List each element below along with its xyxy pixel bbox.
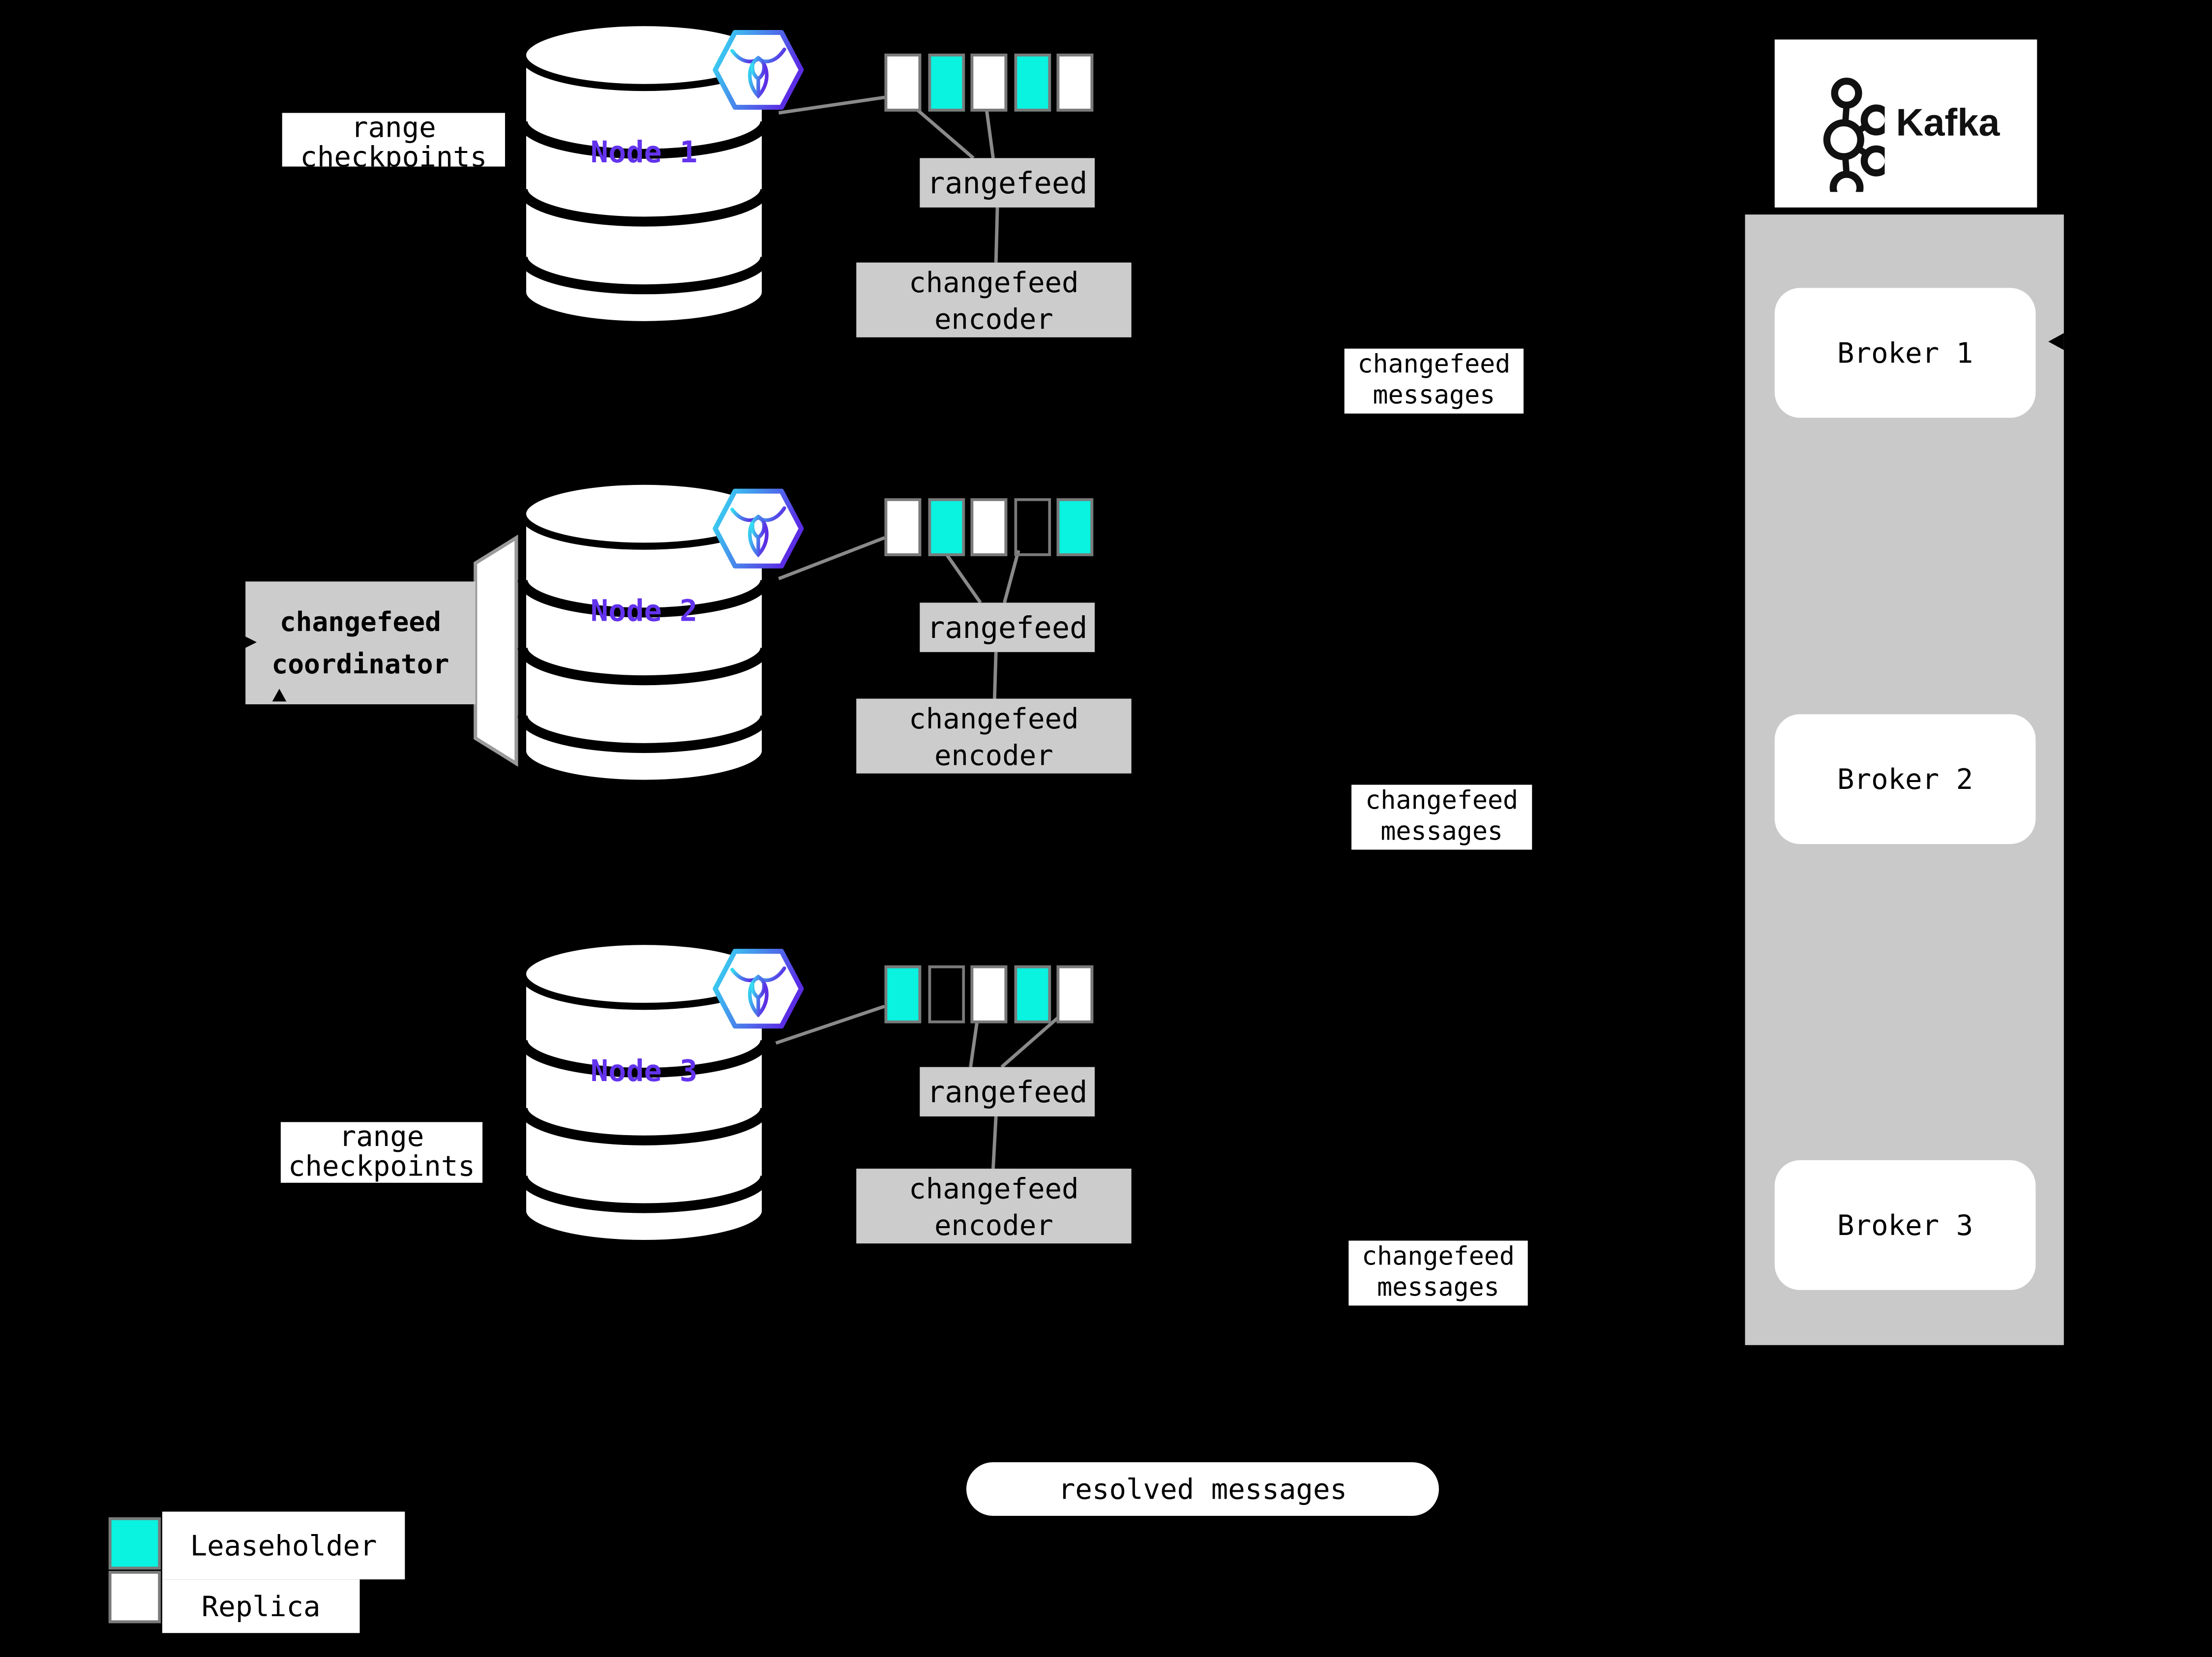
range-block	[1056, 498, 1094, 556]
arrow-into-coordinator-left	[242, 635, 257, 650]
range-block	[884, 498, 922, 556]
range-block	[928, 965, 965, 1024]
messages-line1: changefeed	[1362, 1242, 1515, 1272]
resolved-messages-label: resolved messages	[1058, 1472, 1347, 1506]
changefeed-coordinator-box: changefeed coordinator	[245, 581, 476, 704]
encoder-line2: encoder	[934, 1207, 1053, 1241]
legend-leaseholder-label: Leaseholder	[162, 1511, 405, 1580]
kafka-title: Kafka	[1896, 101, 2000, 144]
kafka-icon	[1823, 77, 1885, 191]
broker-1-box: Broker 1	[1774, 288, 2036, 418]
changefeed-messages-label-1: changefeed messages	[1344, 348, 1524, 414]
range-checkpoints-line1: range	[351, 113, 436, 144]
messages-line2: messages	[1380, 817, 1503, 847]
changefeed-messages-label-3: changefeed messages	[1348, 1240, 1528, 1306]
range-block	[1014, 965, 1051, 1024]
rangefeed-label: rangefeed	[927, 610, 1088, 645]
changefeed-messages-label-2: changefeed messages	[1351, 784, 1532, 850]
broker-3-label: Broker 3	[1837, 1208, 1973, 1242]
arrow-into-broker-panel-right	[2048, 333, 2064, 350]
messages-line1: changefeed	[1357, 350, 1511, 380]
node2-database-cylinder	[517, 478, 771, 787]
rangefeed-box-node3: rangefeed	[920, 1067, 1095, 1116]
encoder-line2: encoder	[934, 737, 1053, 772]
node2-label: Node 2	[590, 594, 698, 629]
cockroachdb-node1-icon	[713, 30, 804, 110]
rangefeed-label: rangefeed	[927, 166, 1088, 200]
encoder-line1: changefeed	[909, 700, 1079, 735]
range-checkpoints-label-node1: range checkpoints	[282, 113, 505, 167]
range-block	[884, 965, 922, 1024]
range-checkpoints-line2: checkpoints	[300, 140, 487, 167]
arrow-into-coordinator-bottom	[272, 689, 287, 702]
cockroachdb-node2-icon	[713, 488, 804, 569]
range-block	[1014, 498, 1051, 556]
resolved-messages-pill: resolved messages	[966, 1462, 1439, 1516]
encoder-line1: changefeed	[909, 1171, 1079, 1205]
broker-2-label: Broker 2	[1837, 762, 1973, 796]
range-checkpoints-label-node3: range checkpoints	[280, 1122, 483, 1183]
range-block	[970, 965, 1008, 1024]
legend-replica-label: Replica	[162, 1579, 360, 1633]
range-block	[1014, 54, 1051, 112]
range-block	[884, 54, 922, 112]
messages-line1: changefeed	[1365, 786, 1519, 816]
rangefeed-box-node2: rangefeed	[920, 603, 1095, 652]
range-block	[1056, 54, 1094, 112]
cockroachdb-node3-icon	[713, 949, 804, 1029]
encoder-line2: encoder	[934, 301, 1053, 335]
coordinator-line1: changefeed	[279, 606, 441, 637]
broker-3-box: Broker 3	[1774, 1160, 2036, 1290]
range-block	[970, 498, 1008, 556]
legend-leaseholder-swatch	[108, 1517, 161, 1570]
encoder-line1: changefeed	[909, 265, 1079, 299]
node1-database-cylinder	[517, 20, 771, 329]
changefeed-encoder-box-node1: changefeed encoder	[856, 262, 1132, 337]
range-block	[928, 54, 965, 112]
coordinator-flag-shape	[474, 534, 518, 767]
broker-2-box: Broker 2	[1774, 714, 2036, 844]
kafka-logo-card: Kafka	[1774, 39, 2037, 208]
messages-line2: messages	[1377, 1273, 1499, 1303]
range-checkpoints-line2: checkpoints	[288, 1148, 475, 1183]
node3-database-cylinder	[517, 938, 771, 1247]
coordinator-line2: coordinator	[271, 648, 449, 680]
legend-leaseholder-text: Leaseholder	[190, 1528, 377, 1563]
node1-label: Node 1	[590, 135, 698, 170]
broker-1-label: Broker 1	[1837, 335, 1973, 370]
range-block	[970, 54, 1008, 112]
changefeed-encoder-box-node3: changefeed encoder	[856, 1169, 1132, 1244]
changefeed-encoder-box-node2: changefeed encoder	[856, 698, 1132, 774]
legend-replica-swatch	[108, 1570, 161, 1624]
range-checkpoints-line1: range	[339, 1122, 424, 1153]
legend-replica-text: Replica	[201, 1589, 321, 1624]
range-block	[928, 498, 965, 556]
rangefeed-box-node1: rangefeed	[920, 158, 1095, 208]
messages-line2: messages	[1373, 381, 1495, 411]
rangefeed-label: rangefeed	[927, 1075, 1088, 1109]
node3-label: Node 3	[590, 1054, 698, 1088]
range-block	[1056, 965, 1094, 1024]
